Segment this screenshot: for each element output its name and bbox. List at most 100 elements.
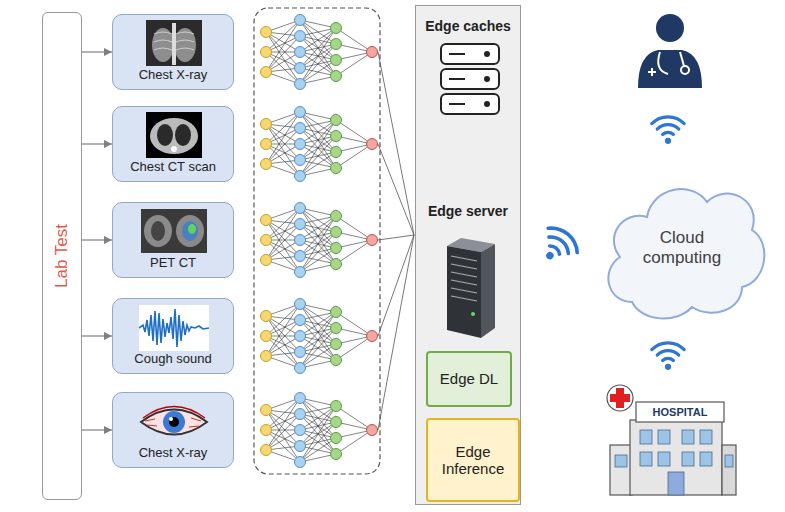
doctor-icon <box>648 68 656 76</box>
wifi-symbol <box>533 222 582 271</box>
cache-icon <box>484 51 490 107</box>
doctor-icon <box>658 52 668 74</box>
hospital-building <box>640 430 652 444</box>
node-label: Chest X-ray <box>139 446 208 461</box>
node-label: PET CT <box>150 256 196 271</box>
hospital-building <box>668 472 684 495</box>
hospital-building <box>630 420 722 495</box>
doctor-icon <box>656 14 684 42</box>
pet-ct-image <box>144 215 172 247</box>
neural-network <box>261 107 378 182</box>
chest-ct-image <box>150 118 198 154</box>
hospital-building <box>722 445 736 495</box>
eye-image <box>145 418 201 427</box>
sign-label: HOSPITAL <box>636 402 724 422</box>
wifi-symbol <box>652 343 684 370</box>
hospital-building <box>610 445 632 495</box>
edge-panel: Edge DL Edge Inference Edge cachesEdge se… <box>415 5 521 505</box>
node-label: Edge DL <box>436 370 502 387</box>
hospital-building <box>615 455 627 467</box>
hospital-building <box>658 430 670 444</box>
server-icon <box>451 256 477 301</box>
hospital-building <box>658 452 670 466</box>
node-label: Cough sound <box>134 352 211 367</box>
pet-ct-image <box>182 221 198 241</box>
output-lines <box>378 235 414 240</box>
arrow-connector <box>82 335 112 336</box>
doctor-icon <box>680 52 684 66</box>
pet-ct-image <box>141 209 207 253</box>
cache-icon <box>441 44 499 114</box>
chest-ct-image <box>146 112 202 158</box>
hospital-building <box>700 452 712 466</box>
node-label: Edge caches <box>425 18 511 34</box>
cough-waveform <box>139 305 209 351</box>
wifi-symbol <box>652 117 684 144</box>
hospital-building <box>607 385 736 495</box>
input-image-box: Chest CT scan <box>112 106 234 182</box>
input-image-box: PET CT <box>112 202 234 278</box>
output-lines <box>378 235 414 336</box>
eye-image <box>169 417 173 421</box>
chest-ct-image <box>175 124 191 146</box>
hospital-building <box>682 430 694 444</box>
doctor-icon <box>681 66 689 74</box>
cough-waveform <box>139 305 209 351</box>
neural-network <box>261 203 378 278</box>
output-lines <box>378 52 414 430</box>
arrow-connector <box>82 143 112 144</box>
doctor-icon <box>638 14 702 88</box>
server-icon <box>443 234 497 340</box>
hospital-building <box>640 452 652 466</box>
input-image-box: Chest X-ray <box>112 392 234 468</box>
lab-test-band: Lab Test <box>42 12 82 500</box>
hospital-building <box>636 402 724 422</box>
server-icon <box>447 246 481 338</box>
chest-xray-image <box>146 20 202 66</box>
node-label: Edge Inference <box>428 443 518 478</box>
eye-image <box>143 407 205 419</box>
node-label: Edge server <box>428 203 508 219</box>
cache-icon <box>449 54 465 104</box>
node-label: Cloud computing <box>632 228 732 267</box>
cough-waveform <box>139 309 209 347</box>
neural-network <box>261 299 378 374</box>
chest-ct-image <box>146 112 202 158</box>
hospital-building <box>607 385 633 411</box>
input-image-box: Chest X-ray <box>112 14 234 90</box>
pet-ct-image <box>151 221 165 241</box>
eye-image <box>163 411 185 433</box>
cache-icon <box>439 42 501 116</box>
chest-ct-image <box>157 124 173 146</box>
pet-ct-image <box>176 215 204 247</box>
cache-icon <box>484 101 490 107</box>
server-icon <box>481 244 495 338</box>
hospital-building <box>615 430 733 467</box>
arrow-connector <box>82 239 112 240</box>
eye-image <box>169 417 179 427</box>
cloud-shape: Cloud computing <box>592 152 772 332</box>
input-image-box: Cough sound <box>112 298 234 374</box>
chest-xray-image <box>172 23 176 65</box>
output-lines <box>378 144 414 235</box>
chest-xray-image <box>154 32 194 50</box>
pet-ct-image <box>141 209 207 253</box>
output-lines <box>378 235 414 430</box>
chest-xray-image <box>146 20 202 66</box>
hospital-building <box>610 388 630 408</box>
eye-image <box>139 399 209 445</box>
edge-inference-box: Edge Inference <box>426 418 520 502</box>
pet-ct-image <box>188 224 196 234</box>
edge-dl-box: Edge DL <box>426 351 512 407</box>
neural-network <box>261 15 378 90</box>
hospital-building <box>682 452 694 466</box>
node-label: Lab Test <box>52 224 72 288</box>
output-lines <box>378 52 414 235</box>
server-icon <box>471 312 475 316</box>
node-label: Chest CT scan <box>130 160 216 175</box>
neural-network <box>261 393 378 468</box>
hospital-building <box>700 430 712 444</box>
doctor-icon <box>638 50 702 88</box>
